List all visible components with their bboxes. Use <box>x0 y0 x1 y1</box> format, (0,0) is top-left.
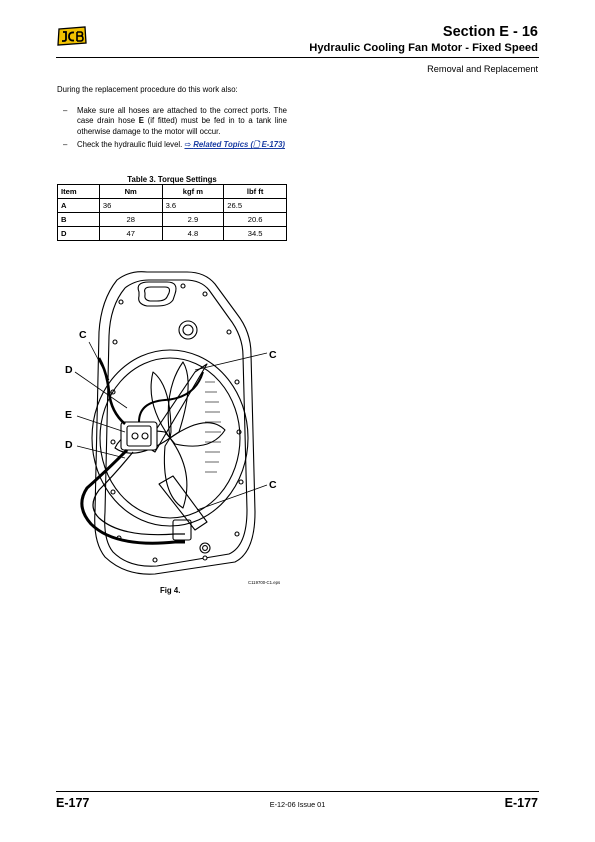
related-topics-link[interactable]: ⇨ Related Topics (🗋 E-173) <box>184 140 285 149</box>
page-number-right: E-177 <box>504 796 538 810</box>
shroud-inner-rim <box>104 279 248 567</box>
logo-mark-b <box>76 31 84 42</box>
fan-motor-illustration: C D E D C C <box>65 271 277 575</box>
handle-slot <box>137 281 177 307</box>
issue-info: E-12-06 Issue 01 <box>269 800 326 809</box>
shroud-outline <box>94 271 256 575</box>
jcb-logo <box>57 26 87 46</box>
section-title: Section E - 16 <box>442 24 538 40</box>
header-kgfm: kgf m <box>161 184 225 199</box>
cell-lbfft: 34.5 <box>223 226 287 241</box>
hose-lower <box>80 448 185 545</box>
footer-divider <box>56 791 539 792</box>
table-header-row: Item Nm kgf m lbf ft <box>57 184 287 199</box>
fig-label-e: E <box>65 409 72 421</box>
cell-nm: 28 <box>98 212 163 227</box>
table-row: B 28 2.9 20.6 <box>57 212 287 227</box>
fan-guard-outer <box>91 349 249 527</box>
lower-boss <box>199 542 211 554</box>
step-list: – Make sure all hoses are attached to th… <box>57 106 287 154</box>
fig-label-d-lower: D <box>65 439 73 451</box>
table-row: D 47 4.8 34.5 <box>57 226 287 241</box>
hose-upper <box>97 357 126 425</box>
radiator-core <box>205 381 221 473</box>
cell-kgfm: 4.8 <box>161 226 225 241</box>
table-row: A 36 3.6 26.5 <box>57 198 287 213</box>
cell-nm: 36 <box>98 198 163 213</box>
step-item: – Check the hydraulic fluid level. ⇨ Rel… <box>57 140 287 150</box>
figure-caption: Fig 4. <box>160 586 181 595</box>
link-arrow-icon: ⇨ <box>184 140 192 150</box>
list-dash: – <box>63 140 68 150</box>
link-ref: E-173 <box>261 140 283 150</box>
document-icon: 🗋 <box>253 140 260 150</box>
step-bold-label: E <box>138 116 144 126</box>
logo-mark-j <box>62 31 67 42</box>
step-item: – Make sure all hoses are attached to th… <box>57 106 287 137</box>
figure-code: C119700-C1.eps <box>248 580 281 585</box>
cell-kgfm: 2.9 <box>161 212 225 227</box>
support-strut <box>144 363 208 453</box>
fig-label-c-right-upper: C <box>269 349 277 361</box>
cell-item: A <box>57 198 100 213</box>
fig-label-d-upper: D <box>65 364 73 376</box>
top-boss <box>178 320 198 340</box>
link-close: ) <box>282 140 286 150</box>
header-divider <box>56 57 539 58</box>
header-lbfft: lbf ft <box>223 184 287 199</box>
cell-kgfm: 3.6 <box>161 198 225 213</box>
link-text: Related Topics ( <box>193 140 254 150</box>
step-text: Make sure all hoses are attached to the … <box>77 106 287 126</box>
page-number-left: E-177 <box>56 796 90 810</box>
cell-nm: 47 <box>98 226 163 241</box>
hose-case-drain <box>138 371 204 423</box>
fan-guard-inner <box>99 357 241 519</box>
logo-mark-c <box>68 31 75 42</box>
leader-lines <box>74 341 268 511</box>
step-text: Check the hydraulic fluid level. <box>77 140 185 150</box>
lower-bracket <box>172 519 192 541</box>
cell-lbfft: 26.5 <box>223 198 287 213</box>
intro-text: During the replacement procedure do this… <box>57 85 238 94</box>
fig-label-c-top-left: C <box>79 329 87 341</box>
page-title: Hydraulic Cooling Fan Motor - Fixed Spee… <box>309 42 538 54</box>
header-nm: Nm <box>98 184 163 199</box>
table-caption: Table 3. Torque Settings <box>127 175 217 184</box>
bolt-ring <box>110 283 244 563</box>
step-text-end: (if fitted) must be fed in to a tank lin… <box>77 116 287 136</box>
cell-lbfft: 20.6 <box>223 212 287 227</box>
header-item: Item <box>57 184 100 199</box>
handle-slot-inner <box>144 286 171 302</box>
page-subtitle: Removal and Replacement <box>427 64 538 74</box>
list-dash: – <box>63 106 68 115</box>
fig-label-c-right-lower: C <box>269 479 277 491</box>
cell-item: B <box>57 212 100 227</box>
torque-table: Item Nm kgf m lbf ft A 36 3.6 26.5 B 28 … <box>57 184 287 241</box>
cell-item: D <box>57 226 100 241</box>
